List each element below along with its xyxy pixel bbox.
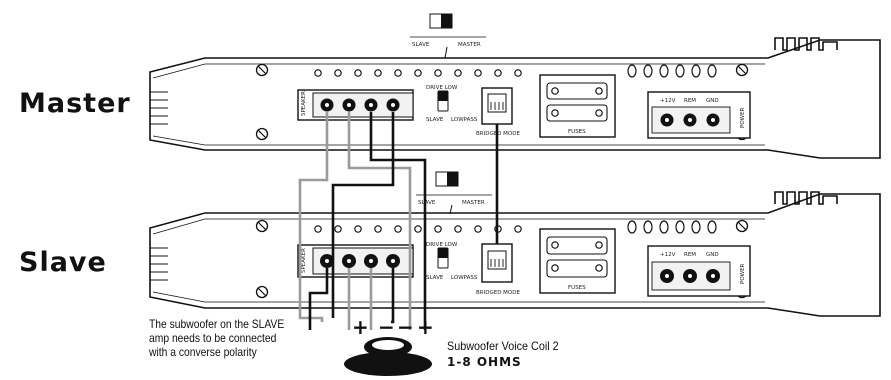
- power-label-master: POWER: [740, 107, 746, 128]
- lowpass-label-master: LOWPASS: [451, 117, 478, 123]
- fuses-label-master: FUSES: [568, 129, 586, 135]
- bridged-mode-label-slave: BRIDGED MODE: [476, 290, 520, 296]
- subwoofer: [344, 337, 432, 376]
- polarity-minus-2: −: [397, 315, 414, 339]
- bridge-low-label-master: DRIVE LOW: [426, 85, 458, 91]
- polarity-note-line-3: with a converse polarity: [149, 345, 257, 359]
- polarity-minus-1: −: [378, 315, 395, 339]
- polarity-note-line-2: amp needs to be connected: [149, 331, 277, 345]
- master-select-switch-top: SLAVE MASTER: [410, 13, 486, 59]
- polarity-plus-left: +: [352, 315, 369, 339]
- master-amplifier: SPEAKER DRIVE LOW SLAVE LOWPASS BRIDGED …: [149, 37, 881, 159]
- polarity-note-line-1: The subwoofer on the SLAVE: [149, 317, 285, 331]
- power-rem-label-slave: REM: [684, 252, 696, 258]
- lowpass-slave-label-slave: SLAVE: [426, 275, 444, 281]
- power-gnd-label-slave: GND: [706, 252, 719, 258]
- master-label-bottom: MASTER: [462, 200, 485, 206]
- power-gnd-label-master: GND: [706, 98, 719, 104]
- bridge-low-label-slave: DRIVE LOW: [426, 242, 458, 248]
- lowpass-label-slave: LOWPASS: [451, 275, 478, 281]
- power-12v-label-slave: +12V: [660, 252, 676, 258]
- lowpass-slave-label-master: SLAVE: [426, 117, 444, 123]
- slave-label: Slave: [19, 247, 107, 278]
- subwoofer-voice-coil-label: Subwoofer Voice Coil 2: [447, 339, 559, 353]
- power-label-slave: POWER: [740, 263, 746, 284]
- fuses-label-slave: FUSES: [568, 285, 586, 291]
- speaker-wires: [298, 112, 499, 330]
- master-select-switch-bottom: SLAVE MASTER: [416, 171, 492, 215]
- slave-amplifier: SPEAKER DRIVE LOW SLAVE LOWPASS BRIDGED …: [149, 191, 881, 317]
- slave-label-top: SLAVE: [412, 42, 430, 48]
- power-12v-label-master: +12V: [660, 98, 676, 104]
- master-label-top: MASTER: [458, 42, 481, 48]
- power-rem-label-master: REM: [684, 98, 696, 104]
- polarity-plus-right: +: [417, 315, 434, 339]
- slave-label-bottom: SLAVE: [418, 200, 436, 206]
- polarity-note: The subwoofer on the SLAVE amp needs to …: [149, 317, 284, 359]
- speaker-label-master: SPEAKER: [301, 91, 307, 116]
- master-label: Master: [19, 88, 131, 119]
- subwoofer-ohms-label: 1-8 OHMS: [447, 355, 522, 369]
- speaker-label-slave: SPEAKER: [301, 248, 307, 273]
